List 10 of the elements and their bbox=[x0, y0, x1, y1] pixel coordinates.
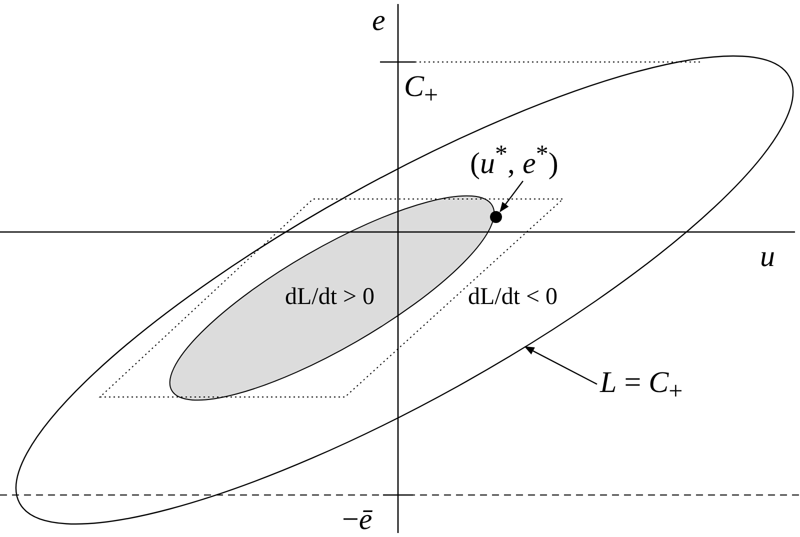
arrow bbox=[524, 346, 598, 385]
axis-label: u bbox=[760, 242, 775, 272]
point-label: (u$^{*}$, e$^{*}$) bbox=[470, 142, 558, 179]
inequality-label: dL/dt < 0 bbox=[468, 285, 558, 309]
tick-label: −ē bbox=[342, 505, 372, 535]
arrow bbox=[500, 180, 524, 212]
tick-label: C$_{+}$ bbox=[404, 72, 438, 108]
inequality-label: dL/dt > 0 bbox=[285, 285, 375, 309]
axis-label: e bbox=[372, 6, 386, 36]
level-set-label: L = C$_{+}$ bbox=[600, 368, 683, 404]
